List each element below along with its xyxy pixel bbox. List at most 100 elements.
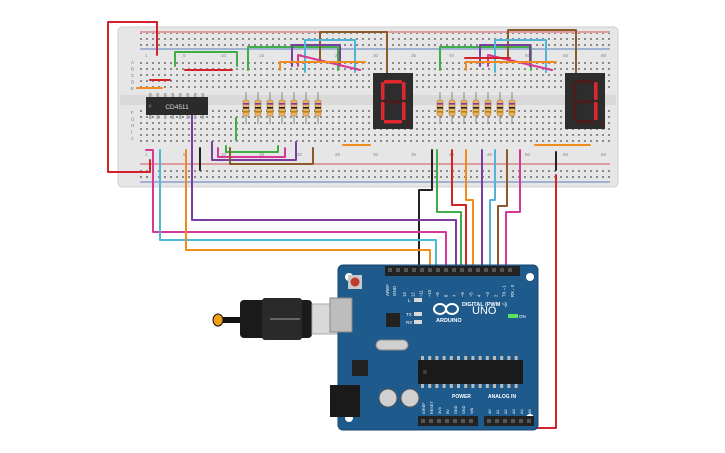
resistor-bank-left[interactable] [242,92,322,124]
segment-dp [407,121,411,125]
wire-brown-d2[interactable] [497,149,508,271]
wire-orange-top-left[interactable] [279,61,366,71]
wire-orange-top-right[interactable] [465,61,557,71]
column-label: 50 [525,152,531,157]
header-pin[interactable] [511,419,515,423]
header-pin[interactable] [421,419,425,423]
header-pin[interactable] [412,268,416,272]
header-pin[interactable] [495,419,499,423]
atmega-pin [428,384,432,388]
seven-segment-left[interactable] [373,73,413,129]
column-label: 30 [373,152,379,157]
header-pin[interactable] [527,419,531,423]
digital-pin-label: 2 [493,294,498,297]
wire-cyan-d3[interactable] [489,149,496,271]
resistor-band [303,103,309,105]
header-pin[interactable] [444,268,448,272]
resistor-bank-right[interactable] [436,92,516,124]
atmega-pin [449,384,453,388]
wire-magenta-d1[interactable] [505,149,521,271]
header-pin[interactable] [436,268,440,272]
segment-e [381,102,385,120]
led-on-label: ON [519,314,526,319]
column-label: 30 [373,53,379,58]
column-label: 5 [183,152,186,157]
usb-cable[interactable] [212,298,347,340]
analog-pin-label: A5 [528,409,532,414]
chip-pin [149,115,152,119]
resistor-band [437,103,443,105]
segment-a [384,80,402,84]
header-pin[interactable] [461,419,465,423]
wire-red-vcc[interactable] [107,21,158,173]
chip-pin [186,115,189,119]
chip-pin [179,93,182,97]
header-pin[interactable] [388,268,392,272]
seven-segment-right[interactable] [565,73,605,129]
column-label: 15 [259,152,265,157]
header-pin[interactable] [469,419,473,423]
wire-green-bottom-left[interactable] [225,145,279,153]
analog-pin-label: A2 [504,409,508,414]
reset-button[interactable] [350,277,360,287]
wire-green-top-left[interactable] [174,51,238,67]
column-label: 10 [221,53,227,58]
header-pin[interactable] [445,419,449,423]
led-rx [414,320,422,324]
wire-purple-top-right[interactable] [479,44,531,67]
header-pin[interactable] [429,419,433,423]
wire-orange-to-arduino[interactable] [185,149,431,271]
atmega-pin [493,384,496,388]
wire-purple-bottom-left[interactable] [211,141,297,161]
wire-magenta-to-arduino[interactable] [145,149,447,271]
header-pin[interactable] [437,419,441,423]
digital-pin-label: TX→1 [502,284,507,297]
resistor-band [279,103,285,105]
header-pin[interactable] [452,268,456,272]
header-pin[interactable] [420,268,424,272]
wire-purple-top-left[interactable] [291,44,341,67]
segment-b [402,82,406,100]
wire-brown-bottom-left[interactable] [229,147,314,165]
header-pin[interactable] [453,419,457,423]
power-label: POWER [452,394,471,400]
power-pin-label: IOREF [422,402,426,414]
atmega-pin [464,356,468,360]
wire-green-d7[interactable] [436,149,462,271]
wire-red-d6[interactable] [451,149,467,271]
led-tx [414,312,422,316]
chip-pin [186,93,189,97]
header-pin[interactable] [503,419,507,423]
chip-pin [164,93,167,97]
atmega-pin [457,356,460,360]
wire-purple-to-arduino[interactable] [191,99,457,271]
header-pin[interactable] [468,268,472,272]
wire-cyan-to-arduino[interactable] [159,149,437,271]
cd4511-chip[interactable]: CD4511 [146,93,208,119]
header-pin[interactable] [476,268,480,272]
digital-pin-label: 4 [477,294,482,297]
header-pin[interactable] [492,268,496,272]
header-pin[interactable] [396,268,400,272]
header-pin[interactable] [500,268,504,272]
atmega-pin [507,384,511,388]
analog-header[interactable] [484,416,534,426]
header-pin[interactable] [487,419,491,423]
header-pin[interactable] [508,268,512,272]
header-pin[interactable] [404,268,408,272]
resistor-band [437,111,443,113]
resistor-band [497,107,503,109]
wire-magenta-bottom-left[interactable] [217,147,286,158]
resistor-band [291,107,297,109]
digital-pin-label: 12 [410,292,415,297]
wire-black-gnd[interactable] [418,149,433,271]
brand-label: ARDUINO [436,318,462,324]
header-pin[interactable] [484,268,488,272]
header-pin[interactable] [460,268,464,272]
header-pin[interactable] [428,268,432,272]
wire-orange-d5[interactable] [465,149,474,271]
header-pin[interactable] [519,419,523,423]
atmega-pin [485,384,489,388]
